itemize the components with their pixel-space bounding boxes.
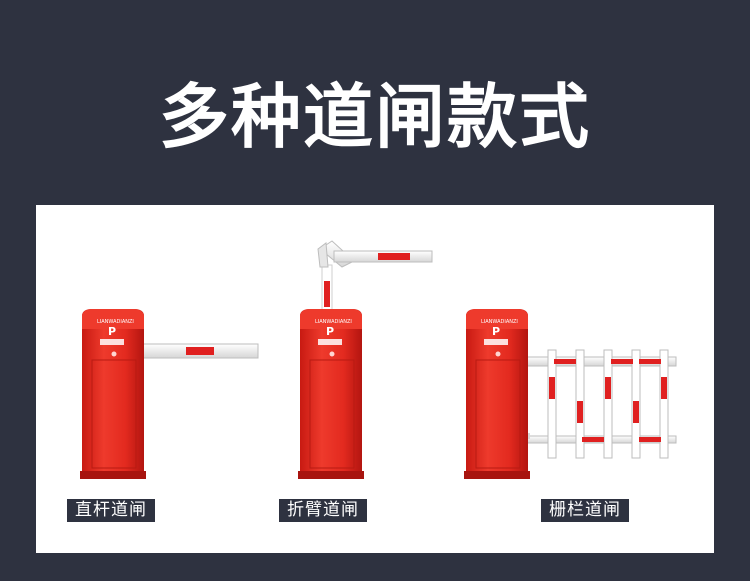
logo-mark: P xyxy=(108,325,116,338)
cabinet-brand: LIANWADIANZI xyxy=(481,319,518,325)
straight-barrier-gate-icon: LIANWADIANZI P xyxy=(80,309,259,479)
gate-label-folding-arm: 折臂道闸 xyxy=(279,499,367,522)
logo-mark: P xyxy=(492,325,500,338)
page-title: 多种道闸款式 xyxy=(159,76,591,158)
fence-barrier-gate-icon: LIANWADIANZI P xyxy=(464,309,677,479)
gate-illustrations: LIANWADIANZI P LIANWADIANZI P xyxy=(80,240,677,479)
folding-arm-barrier-gate-icon: LIANWADIANZI P xyxy=(298,240,433,479)
logo-mark: P xyxy=(326,325,334,338)
gate-label-straight: 直杆道闸 xyxy=(67,499,155,522)
cabinet-brand: LIANWADIANZI xyxy=(315,319,352,325)
gate-label-fence: 栅栏道闸 xyxy=(541,499,629,522)
cabinet-brand: LIANWADIANZI xyxy=(97,319,134,325)
gate-showcase-panel: LIANWADIANZI P LIANWADIANZI P xyxy=(36,205,714,553)
